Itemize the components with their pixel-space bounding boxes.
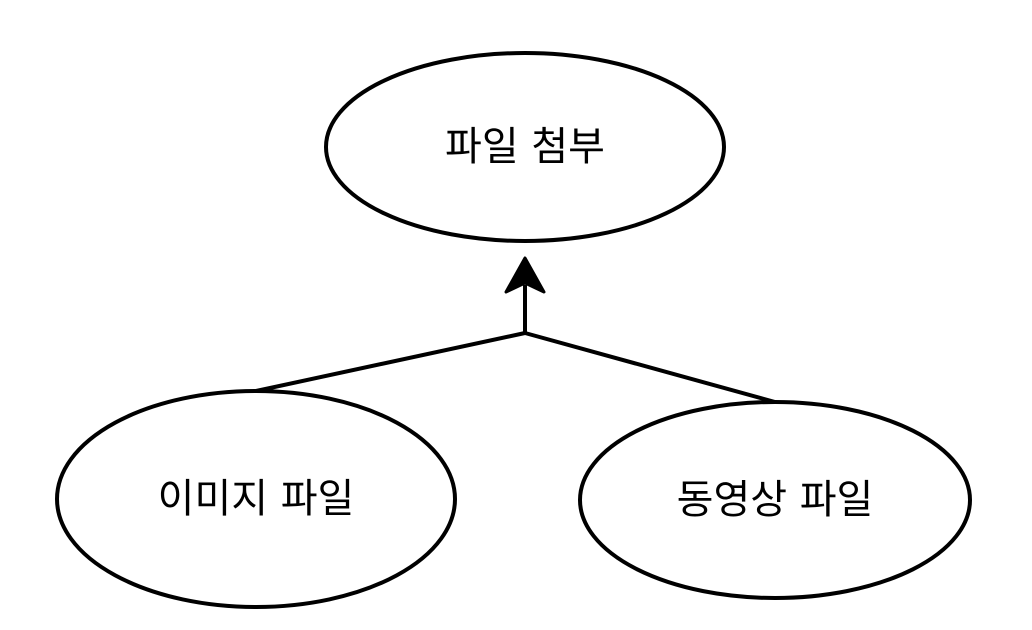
- arrowhead-icon: [504, 256, 546, 294]
- node-child-image: 이미지 파일: [55, 389, 457, 609]
- edges-group: [254, 256, 777, 404]
- node-child-video-shape: [578, 400, 972, 600]
- node-child-video: 동영상 파일: [578, 400, 972, 600]
- node-parent-shape: [324, 51, 726, 243]
- node-parent: 파일 첨부: [324, 51, 726, 243]
- node-parent-label: 파일 첨부: [445, 124, 605, 170]
- node-child-image-label: 이미지 파일: [158, 476, 355, 522]
- node-child-image-shape: [55, 389, 457, 609]
- edge-video-to-junction: [523, 331, 777, 404]
- node-child-video-label: 동영상 파일: [677, 477, 874, 523]
- edge-image-to-junction: [254, 331, 527, 393]
